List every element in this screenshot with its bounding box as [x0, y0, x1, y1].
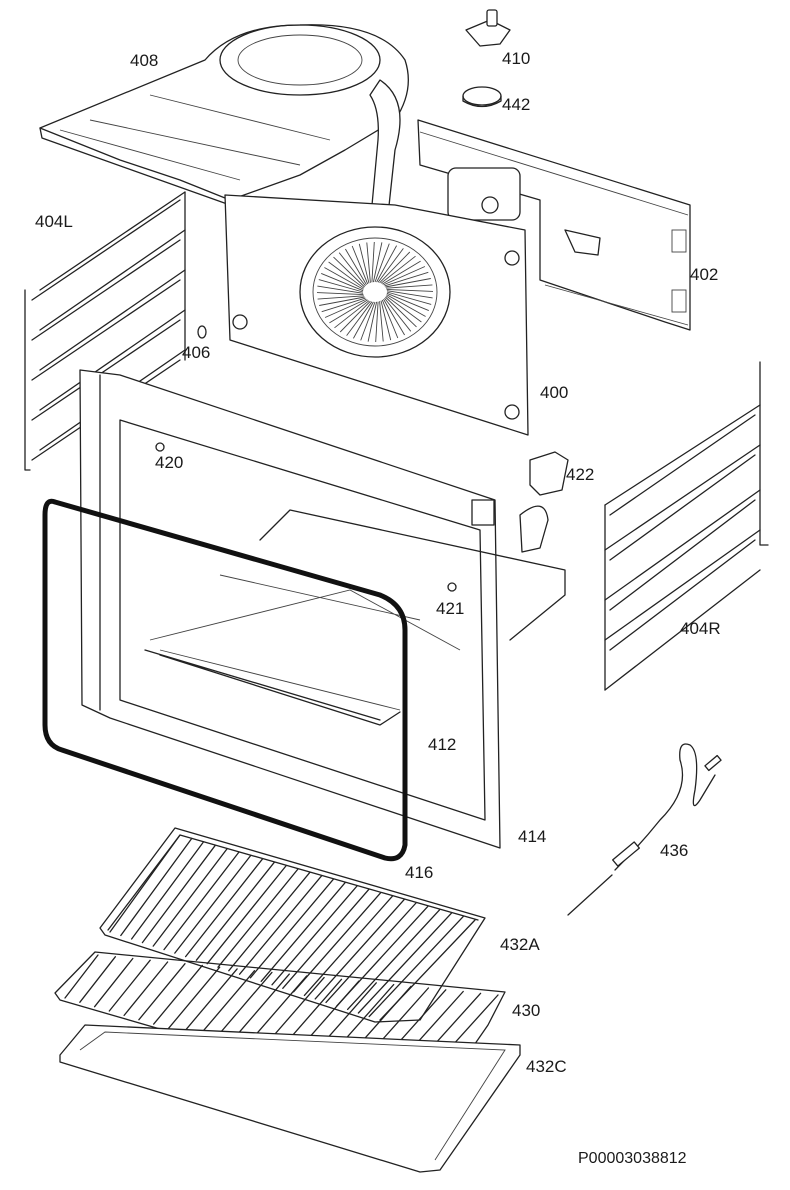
- part-labels: 408 410 442 404L 402 406 400 420 422 421…: [35, 49, 721, 1167]
- part-404L-left-shelf-support: [24, 191, 186, 471]
- label-406: 406: [182, 343, 210, 362]
- label-414: 414: [518, 827, 546, 846]
- label-422: 422: [566, 465, 594, 484]
- part-420-screw: [155, 442, 165, 452]
- label-408: 408: [130, 51, 158, 70]
- part-402-rear-panel: [417, 119, 691, 331]
- label-430: 430: [512, 1001, 540, 1020]
- label-432C: 432C: [526, 1057, 567, 1076]
- label-421: 421: [436, 599, 464, 618]
- part-404R-right-shelf-support: [604, 361, 769, 691]
- label-420: 420: [155, 453, 183, 472]
- label-404R: 404R: [680, 619, 721, 638]
- drawing-code: P00003038812: [578, 1150, 687, 1167]
- part-442-cap: [462, 86, 502, 108]
- part-414-cavity: [79, 369, 566, 849]
- fan-blades: [316, 241, 434, 343]
- label-400: 400: [540, 383, 568, 402]
- label-432A: 432A: [500, 935, 540, 954]
- label-436: 436: [660, 841, 688, 860]
- label-412: 412: [428, 735, 456, 754]
- part-408-top-cover: [39, 24, 409, 243]
- part-421-screw: [447, 582, 457, 592]
- part-432A-wire-shelf: [99, 827, 486, 1023]
- label-402: 402: [690, 265, 718, 284]
- label-404L: 404L: [35, 212, 73, 231]
- label-442: 442: [502, 95, 530, 114]
- part-436-meat-probe: [567, 743, 722, 916]
- part-400-rear-wall: [224, 194, 529, 436]
- part-410-connector: [465, 9, 511, 47]
- part-416-door-gasket: [42, 498, 408, 862]
- part-406-screw: [197, 325, 207, 339]
- part-432C-baking-tray: [59, 1024, 521, 1173]
- label-416: 416: [405, 863, 433, 882]
- part-422-lamp-holder: [519, 451, 569, 553]
- label-410: 410: [502, 49, 530, 68]
